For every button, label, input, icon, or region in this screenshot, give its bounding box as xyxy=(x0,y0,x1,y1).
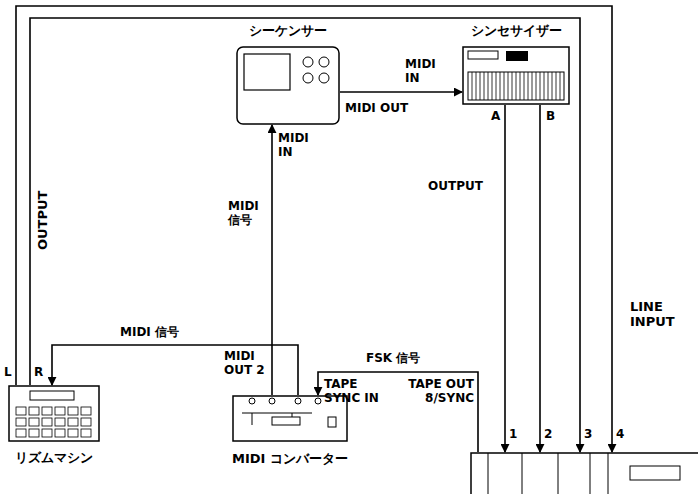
device-name: シンセサイザー xyxy=(471,24,562,39)
channel-label: R xyxy=(34,366,43,380)
rhythm-machine-device: リズムマシン xyxy=(8,385,100,442)
multitrack-recorder: LINE INPUT xyxy=(470,452,698,494)
signal-label: MIDI 信号 xyxy=(120,326,179,340)
device-name: リズムマシン xyxy=(15,451,93,466)
sequencer-device: シーケンサー xyxy=(236,46,340,125)
port-label: MIDI IN xyxy=(405,58,445,86)
device-illustration xyxy=(462,46,570,105)
device-illustration xyxy=(8,385,100,442)
signal-cable xyxy=(539,105,541,452)
track-number: 2 xyxy=(544,428,552,442)
output-letter: A xyxy=(491,110,500,124)
signal-cable xyxy=(30,18,580,452)
signal-label: MIDI 信号 xyxy=(228,200,268,228)
device-illustration xyxy=(236,46,340,125)
port-label: TAPE OUT 8/SYNC xyxy=(398,378,474,406)
port-label: TAPE SYNC IN xyxy=(324,378,386,406)
device-name: MIDI コンバーター xyxy=(232,452,348,467)
track-number: 3 xyxy=(584,428,592,442)
signal-cable xyxy=(271,125,273,395)
channel-label: L xyxy=(4,366,12,380)
signal-cable xyxy=(340,91,462,93)
output-letter: B xyxy=(546,110,555,124)
device-name: LINE INPUT xyxy=(630,300,690,330)
port-label: MIDI IN xyxy=(278,132,318,160)
device-illustration xyxy=(470,452,698,494)
signal-cable xyxy=(16,6,612,452)
track-number: 4 xyxy=(616,428,624,442)
port-label: MIDI OUT 2 xyxy=(224,350,268,378)
synthesizer-device: シンセサイザー xyxy=(462,46,570,105)
output-label: OUTPUT xyxy=(428,180,483,194)
track-number: 1 xyxy=(509,428,517,442)
device-name: シーケンサー xyxy=(249,24,327,39)
output-label: OUTPUT xyxy=(36,191,51,250)
signal-label: FSK 信号 xyxy=(366,352,420,366)
port-label: MIDI OUT xyxy=(345,102,408,116)
signal-cable xyxy=(504,105,506,452)
